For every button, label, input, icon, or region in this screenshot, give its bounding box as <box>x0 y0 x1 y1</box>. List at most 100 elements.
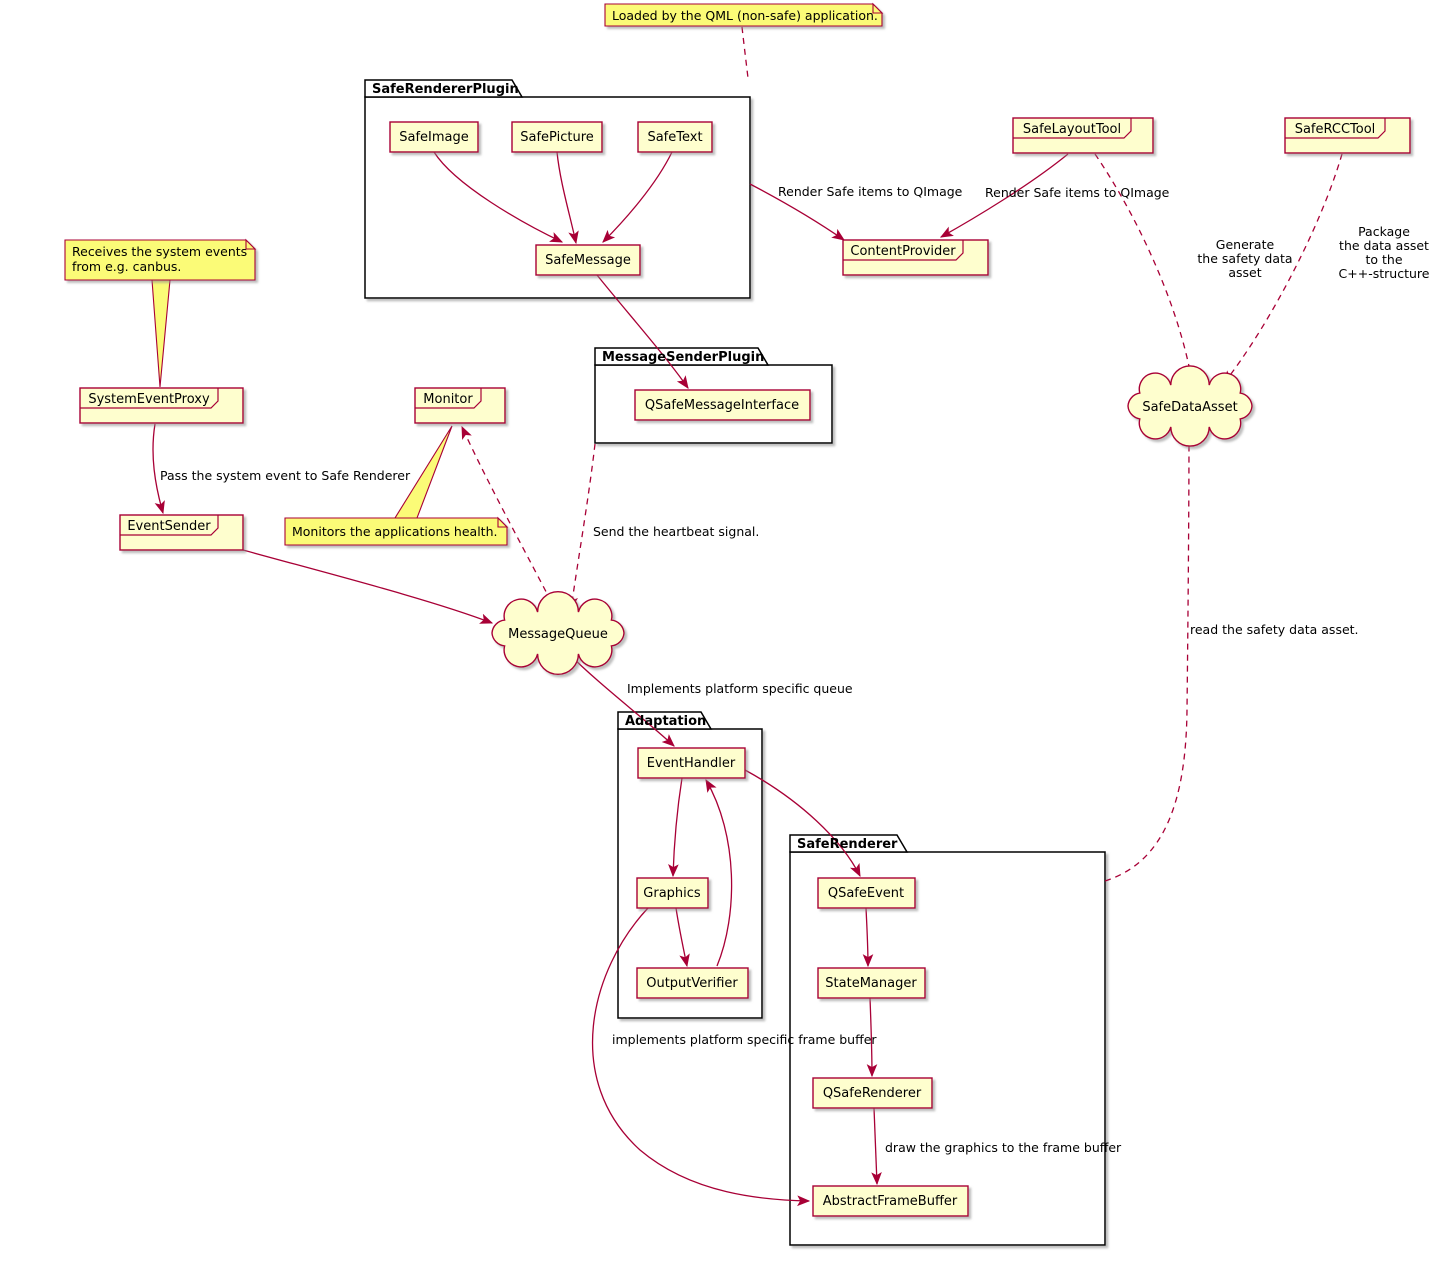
frame-label-safe-layout-tool: SafeLayoutTool <box>1023 122 1121 137</box>
note-box <box>604 3 883 27</box>
frame-label-pentagon <box>1013 118 1132 139</box>
component-qsafe-message-interface <box>634 389 811 421</box>
frame-label-pentagon <box>1285 118 1386 139</box>
note-text-canbus-line2: from e.g. canbus. <box>72 259 181 274</box>
package-safe-renderer <box>789 834 1106 1246</box>
edge-eventsender-messagequeue <box>242 549 494 624</box>
frame-system-event-proxy <box>79 387 244 424</box>
edge-label-read-asset: read the safety data asset. <box>1190 622 1359 637</box>
component-qsafe-event <box>817 877 916 909</box>
component-safe-image <box>389 121 479 153</box>
component-qsafe-renderer <box>812 1077 933 1109</box>
component-label-qsafe-message-interface: QSafeMessageInterface <box>645 398 799 413</box>
edge-note-to-safe-renderer-plugin <box>741 26 749 79</box>
edge-label-generate-asset-line2: the safety data <box>1197 251 1292 266</box>
edge-eventhandler-graphics <box>668 777 683 878</box>
frame-label-event-sender: EventSender <box>127 519 211 534</box>
component-label-qsafe-renderer: QSafeRenderer <box>823 1086 922 1101</box>
edge-systemeventproxy-eventsender <box>152 423 165 515</box>
package-tab <box>594 347 770 366</box>
frame-label-safe-rcc-tool: SafeRCCTool <box>1295 122 1376 137</box>
edge-label-package-asset-line1: Package <box>1358 224 1410 239</box>
component-safe-message <box>535 244 641 276</box>
edge-eventhandler-qsafeevent <box>744 769 861 878</box>
package-label-safe-renderer: SafeRenderer <box>797 837 898 852</box>
component-label-event-handler: EventHandler <box>647 756 736 771</box>
frame-box <box>79 387 244 424</box>
edge-saferenderer-safedataasset <box>1104 429 1195 882</box>
component-label-abstract-frame-buffer: AbstractFrameBuffer <box>823 1194 958 1209</box>
component-state-manager <box>817 967 926 999</box>
edge-statemanager-qsaferenderer <box>866 997 878 1078</box>
cloud-message-queue <box>491 591 625 675</box>
package-tab <box>617 711 713 730</box>
frame-content-provider <box>842 239 989 276</box>
edge-plugin-contentprovider <box>749 183 845 241</box>
note-qml <box>604 2 884 27</box>
component-event-handler <box>637 747 746 779</box>
package-body <box>789 851 1106 1246</box>
note-fold-corner <box>872 2 884 14</box>
edge-safelayouttool-contentprovider <box>939 153 1069 238</box>
component-label-safe-image: SafeImage <box>399 130 469 145</box>
frame-label-system-event-proxy: SystemEventProxy <box>88 392 210 407</box>
frame-label-pentagon <box>120 515 219 536</box>
note-box <box>284 517 508 546</box>
frame-box <box>119 514 244 551</box>
component-graphics <box>636 877 709 909</box>
package-label-message-sender-plugin: MessageSenderPlugin <box>602 350 764 365</box>
edge-label-draw-graphics: draw the graphics to the frame buffer <box>885 1140 1122 1155</box>
frame-monitor <box>414 387 506 424</box>
frame-box <box>842 239 989 276</box>
edge-qsaferenderer-abstractframebuffer <box>871 1107 882 1186</box>
edge-safeimage-safemessage <box>433 151 564 243</box>
note-fold-corner <box>497 516 509 528</box>
frame-box <box>414 387 506 424</box>
component-abstract-frame-buffer <box>812 1185 969 1217</box>
edge-label-heartbeat: Send the heartbeat signal. <box>593 524 759 539</box>
note-box <box>64 239 256 281</box>
edge-safelayouttool-safedataasset <box>1094 153 1196 384</box>
cloud-label-message-queue: MessageQueue <box>508 627 608 642</box>
edge-messagequeue-eventhandler <box>567 652 675 747</box>
frame-event-sender <box>119 514 244 551</box>
edge-graphics-outputverifier <box>675 907 690 968</box>
frame-safe-rcc-tool <box>1284 117 1411 154</box>
package-tab <box>789 834 909 853</box>
note-pointer-canbus <box>151 279 171 388</box>
package-label-adaptation: Adaptation <box>625 714 706 729</box>
component-label-safe-message: SafeMessage <box>545 253 631 268</box>
component-label-safe-picture: SafePicture <box>520 130 594 145</box>
edge-label-impl-frame-buffer: implements platform specific frame buffe… <box>612 1032 877 1047</box>
package-label-safe-renderer-plugin: SafeRendererPlugin <box>372 82 519 97</box>
frame-box <box>1284 117 1411 154</box>
edge-safercctool-safedataasset <box>1223 153 1343 384</box>
edge-outputverifier-eventhandler <box>705 778 733 967</box>
edge-label-generate-asset-line1: Generate <box>1216 237 1275 252</box>
note-canbus <box>64 238 257 281</box>
frame-label-content-provider: ContentProvider <box>850 244 956 259</box>
cloud-safe-data-asset <box>1127 365 1253 447</box>
component-label-safe-text: SafeText <box>647 130 702 145</box>
component-label-graphics: Graphics <box>643 886 701 901</box>
edge-label-package-asset-line4: C++-structure <box>1339 266 1430 281</box>
component-safe-picture <box>511 121 603 153</box>
component-label-qsafe-event: QSafeEvent <box>828 886 904 901</box>
component-output-verifier <box>636 967 749 999</box>
note-monitor <box>284 516 509 546</box>
edge-qsafeevent-statemanager <box>862 907 874 968</box>
edge-label-generate-asset-line3: asset <box>1228 265 1261 280</box>
edge-label-package-asset-line2: the data asset <box>1339 238 1429 253</box>
component-safe-text <box>637 121 713 153</box>
component-label-state-manager: StateManager <box>825 976 917 991</box>
edge-messagequeue-monitor <box>461 425 557 612</box>
note-text-canbus-line1: Receives the system events <box>72 244 247 259</box>
edge-label-pass-event: Pass the system event to Safe Renderer <box>160 468 411 483</box>
frame-label-pentagon <box>415 388 482 409</box>
frame-label-pentagon <box>843 240 964 261</box>
edge-label-render-items-2: Render Safe items to QImage <box>985 185 1170 200</box>
frame-box <box>1012 117 1154 154</box>
edge-qsafemessageinterface-messagequeue <box>567 443 596 611</box>
